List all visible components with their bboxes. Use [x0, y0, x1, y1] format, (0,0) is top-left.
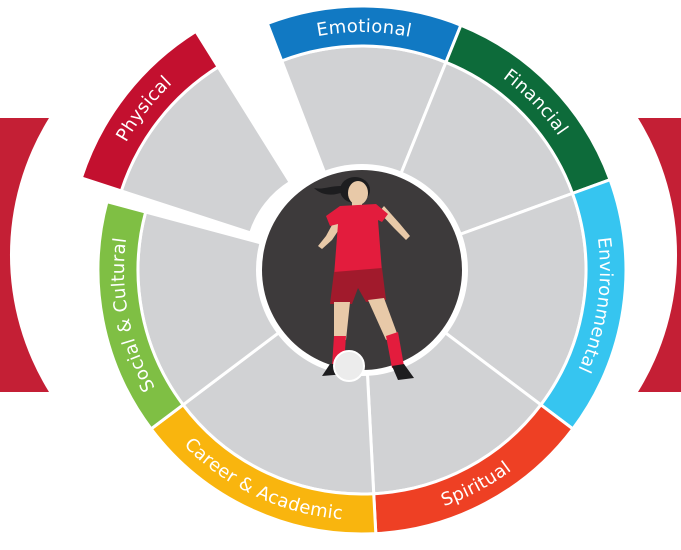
spiritual-segment: Spiritual: [365, 324, 575, 536]
social-cultural-segment: Social & Cultural: [96, 199, 290, 431]
hub: [256, 164, 468, 382]
segment-band: [79, 29, 221, 193]
environmental-segment: Environmental: [434, 177, 628, 431]
wheel-segments: EmotionalFinancialEnvironmentalSpiritual…: [79, 4, 628, 536]
segment-band: [96, 199, 186, 431]
soccer-player-icon: [314, 177, 414, 382]
emotional-segment: Emotional: [265, 4, 463, 185]
right-bracket: [638, 118, 681, 392]
side-brackets: [0, 118, 681, 392]
physical-segment: Physical: [79, 29, 293, 235]
ball-icon: [333, 350, 365, 382]
left-bracket: [0, 118, 49, 392]
